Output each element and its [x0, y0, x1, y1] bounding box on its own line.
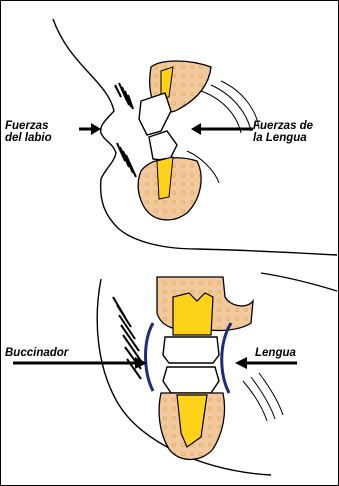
tongue-label: Lengua — [255, 347, 296, 359]
upper-incisor-crown — [139, 93, 171, 135]
upper-molar-crown — [163, 337, 219, 363]
lip-forces-label: Fuerzas del labio — [5, 120, 52, 144]
tongue-force-arrow — [191, 123, 253, 135]
lower-tongue-curves — [243, 373, 283, 421]
lower-incisor-crown — [149, 131, 177, 161]
tongue-forces-label: Fuerzas de la Lengua — [253, 120, 313, 144]
lower-molar-crown — [163, 367, 219, 393]
bottom-section-diagram — [13, 273, 337, 475]
buccinator-muscle — [146, 323, 154, 391]
lip-hatching — [115, 83, 136, 177]
buccinator-label: Buccinador — [5, 347, 68, 359]
tongue-muscle — [222, 323, 231, 393]
outer-contour-right — [261, 273, 337, 291]
upper-molar — [173, 293, 213, 335]
lip-force-arrow — [79, 123, 101, 135]
